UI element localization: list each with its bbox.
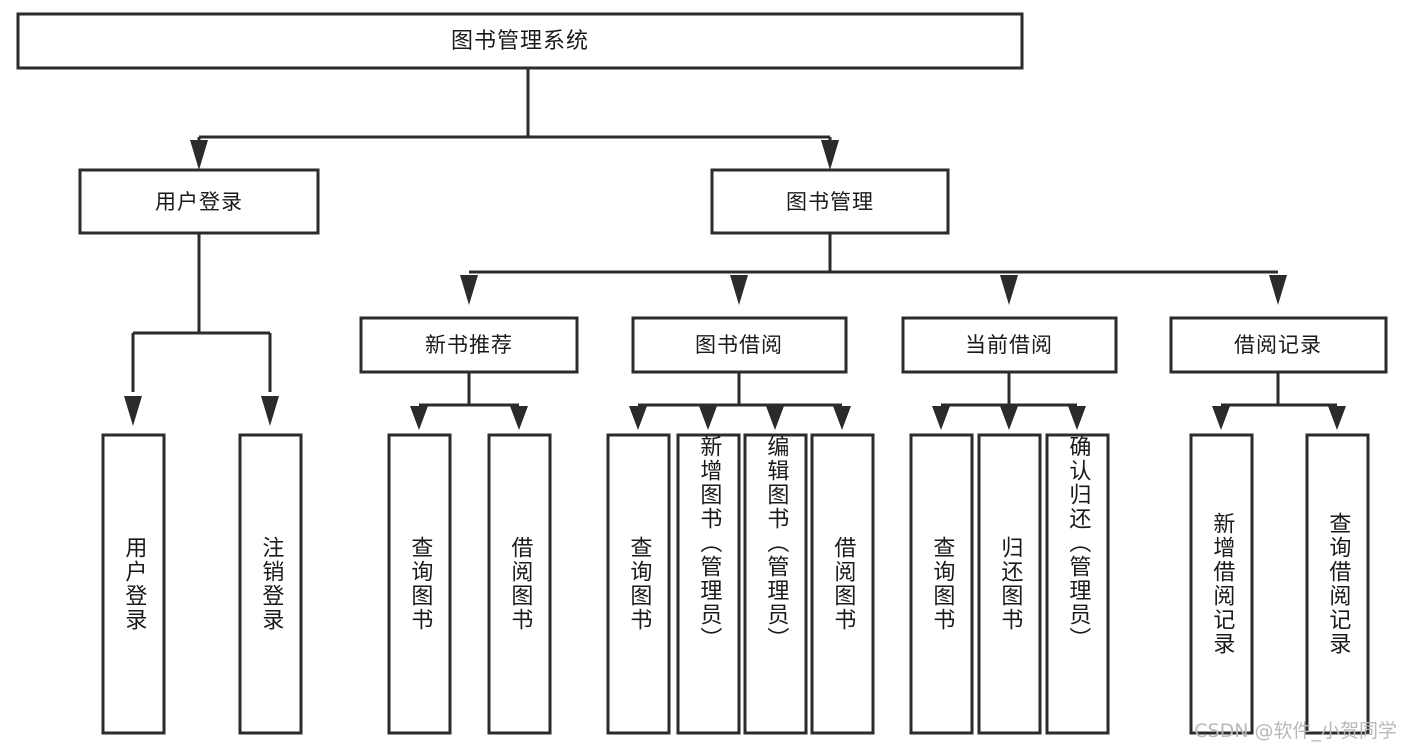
node-current-borrow[interactable]: 当前借阅	[901, 316, 1118, 374]
arrow-head-icon	[1068, 406, 1086, 430]
node-label-borrow-record: 借阅记录	[1234, 333, 1322, 357]
node-user-login[interactable]: 用户登录	[78, 168, 320, 235]
leaf-box-rect[interactable]	[1189, 433, 1254, 735]
arrow-head-icon	[730, 275, 748, 305]
arrow-head-icon	[1000, 275, 1018, 305]
node-label-user-login: 用户登录	[155, 190, 243, 214]
arrow-head-icon	[821, 140, 839, 170]
node-box-rect[interactable]	[710, 168, 950, 235]
watermark-text: CSDN @软件_小贺同学	[1194, 720, 1397, 742]
leaf-boxes-new-book-recommend	[387, 433, 552, 735]
leaf-box-rect[interactable]	[387, 433, 452, 735]
node-box-rect[interactable]	[16, 12, 1024, 70]
arrow-head-icon	[766, 406, 784, 430]
leaf-box-rect[interactable]	[743, 433, 808, 735]
arrow-head-icon	[1000, 406, 1018, 430]
node-label-book-manage: 图书管理	[786, 190, 874, 214]
node-book-manage[interactable]: 图书管理	[710, 168, 950, 235]
leaf-boxes-borrow-record	[1189, 433, 1370, 735]
node-box-rect[interactable]	[78, 168, 320, 235]
connector-root-to-level2	[190, 68, 839, 170]
leaf-boxes-user-login	[101, 433, 303, 735]
node-borrow-record[interactable]: 借阅记录	[1169, 316, 1388, 374]
arrow-head-icon	[124, 396, 142, 426]
connector-borrowrecord-to-leaves	[1212, 372, 1346, 430]
leaf-box-rect[interactable]	[1305, 433, 1370, 735]
node-label-current-borrow: 当前借阅	[965, 333, 1053, 357]
arrow-head-icon	[1328, 406, 1346, 430]
connector-newbook-to-leaves	[410, 372, 528, 430]
arrow-head-icon	[190, 140, 208, 170]
leaf-box-rect[interactable]	[810, 433, 875, 735]
node-box-rect[interactable]	[1169, 316, 1388, 374]
leaf-boxes-book-borrow	[606, 433, 875, 735]
node-label-book-borrow: 图书借阅	[695, 333, 783, 357]
node-book-borrow[interactable]: 图书借阅	[631, 316, 848, 374]
leaf-box-rect[interactable]	[101, 433, 166, 735]
connector-currentborrow-to-leaves	[932, 372, 1086, 430]
arrow-head-icon	[629, 406, 647, 430]
arrow-head-icon	[932, 406, 950, 430]
leaf-box-rect[interactable]	[909, 433, 974, 735]
arrow-head-icon	[460, 275, 478, 305]
leaf-boxes-current-borrow	[909, 433, 1110, 735]
arrow-head-icon	[833, 406, 851, 430]
arrow-head-icon	[261, 396, 279, 426]
node-box-rect[interactable]	[901, 316, 1118, 374]
leaf-box-rect[interactable]	[487, 433, 552, 735]
node-box-rect[interactable]	[631, 316, 848, 374]
arrow-head-icon	[510, 406, 528, 430]
node-label-new-book-recommend: 新书推荐	[425, 333, 513, 357]
leaf-box-rect[interactable]	[606, 433, 671, 735]
arrow-head-icon	[699, 406, 717, 430]
leaf-box-rect[interactable]	[1045, 433, 1110, 735]
node-new-book-recommend[interactable]: 新书推荐	[359, 316, 579, 374]
leaf-box-rect[interactable]	[977, 433, 1042, 735]
arrow-head-icon	[1212, 406, 1230, 430]
node-box-rect[interactable]	[359, 316, 579, 374]
arrow-head-icon	[1269, 275, 1287, 305]
connector-userlogin-to-leaves	[124, 233, 279, 426]
connector-bookborrow-to-leaves	[629, 372, 851, 430]
connector-booktmanage-to-level3	[460, 233, 1287, 305]
arrow-head-icon	[410, 406, 428, 430]
leaf-box-rect[interactable]	[238, 433, 303, 735]
node-root[interactable]: 图书管理系统	[16, 12, 1024, 70]
node-label-root: 图书管理系统	[451, 29, 589, 54]
leaf-box-rect[interactable]	[676, 433, 741, 735]
